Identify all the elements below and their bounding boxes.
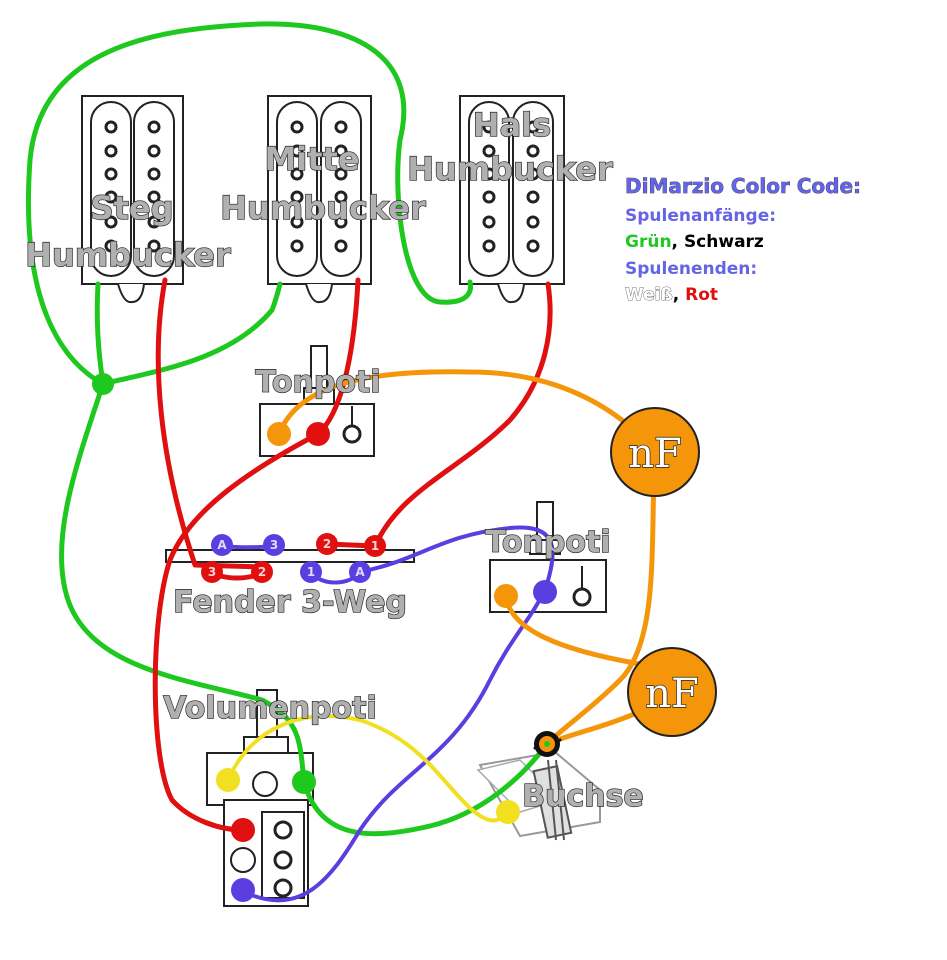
lug-label: 1 <box>371 539 379 553</box>
legend-sep: , <box>673 285 685 305</box>
svg-text:Spulenenden:: Spulenenden: <box>625 259 757 279</box>
pole-pieces <box>104 120 540 253</box>
color-code-legend: DiMarzio Color Code: Spulenanfänge: Grün… <box>625 174 862 306</box>
legend-starts-label: Spulenanfänge: <box>625 206 776 226</box>
steg-humbucker-label: Humbucker <box>25 236 231 274</box>
lug-label: 3 <box>270 538 278 552</box>
hals-humbucker-label: Humbucker <box>407 150 613 188</box>
lug-label: A <box>355 565 365 579</box>
steg-humbucker <box>81 95 184 304</box>
capacitor-label: nF <box>628 431 682 477</box>
legend-schwarz: Schwarz <box>684 232 764 252</box>
legend-title: DiMarzio Color Code: <box>625 174 861 198</box>
capacitor-1: nF <box>610 407 700 497</box>
svg-text:Weiß, Rot: Weiß, Rot <box>625 285 718 305</box>
svg-text:Grün, Schwarz: Grün, Schwarz <box>625 232 764 252</box>
legend-sep: , <box>672 232 684 252</box>
legend-gruen: Grün <box>625 232 672 252</box>
lug-label: 1 <box>307 565 315 579</box>
switch-lugs-top: A 3 2 1 <box>211 533 386 557</box>
tonpoti-2-label: Tonpoti <box>485 525 610 560</box>
switch-label: Fender 3-Weg <box>173 585 407 620</box>
mitte-label: Mitte <box>264 140 359 178</box>
lug-label: 2 <box>258 565 266 579</box>
steg-label: Steg <box>91 189 174 227</box>
switch-lugs-bottom: 3 2 1 A <box>201 561 371 583</box>
buchse-label: Buchse <box>522 779 644 814</box>
capacitor-label: nF <box>645 671 699 717</box>
solder-points <box>92 373 560 902</box>
lug-label: 3 <box>208 565 216 579</box>
capacitor-2: nF <box>627 647 717 737</box>
lug-label: A <box>217 538 227 552</box>
legend-ends-label: Spulenenden: <box>625 259 757 279</box>
hals-label: Hals <box>473 106 551 144</box>
mitte-humbucker <box>267 95 372 304</box>
mitte-humbucker-label: Humbucker <box>220 189 426 227</box>
legend-rot: Rot <box>685 285 718 305</box>
svg-text:Spulenanfänge:: Spulenanfänge: <box>625 206 776 226</box>
volumenpoti-label: Volumenpoti <box>163 691 377 726</box>
tonpoti-1-label: Tonpoti <box>255 365 380 400</box>
lug-label: 2 <box>323 537 331 551</box>
legend-weiss: Weiß <box>625 285 673 305</box>
hals-humbucker <box>459 95 565 304</box>
